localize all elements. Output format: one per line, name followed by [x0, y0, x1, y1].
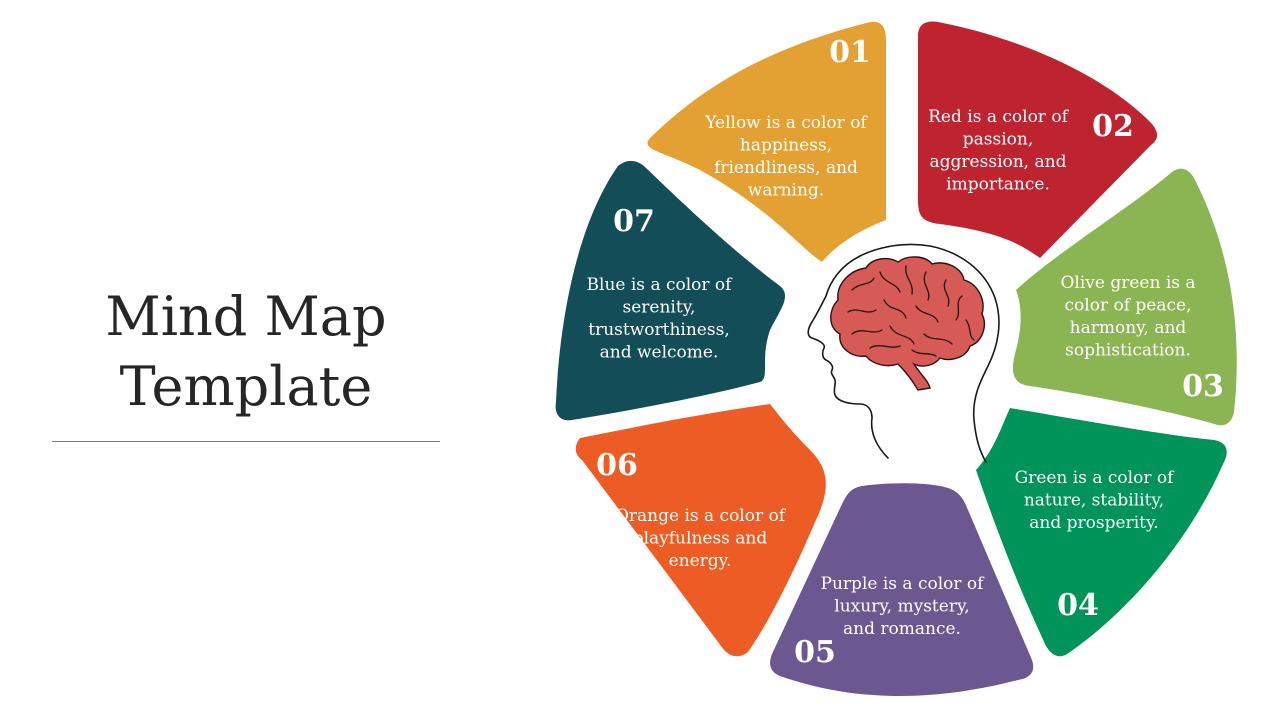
- segment-number: 02: [1092, 109, 1134, 144]
- segment-number: 06: [596, 448, 638, 483]
- segment-number: 05: [794, 635, 836, 670]
- segment-shape: [918, 21, 1158, 258]
- segment-shape: [575, 404, 826, 657]
- brain-shape: [830, 256, 986, 391]
- head-outline: [807, 243, 1000, 463]
- segment-shape: [770, 483, 1034, 696]
- segment-number: 03: [1182, 369, 1224, 404]
- segment-shape: [976, 408, 1227, 657]
- segment-shape: [647, 21, 886, 263]
- segment-number: 04: [1057, 588, 1099, 623]
- title-block: Mind Map Template: [52, 282, 440, 422]
- segment-shape: [555, 160, 786, 421]
- segment-number: 01: [829, 35, 871, 70]
- segment-shape: [1012, 168, 1237, 426]
- title-divider: [52, 441, 440, 442]
- segment-number: 07: [613, 204, 655, 239]
- brain-head-icon: [807, 243, 1000, 463]
- slide-title: Mind Map Template: [105, 285, 387, 418]
